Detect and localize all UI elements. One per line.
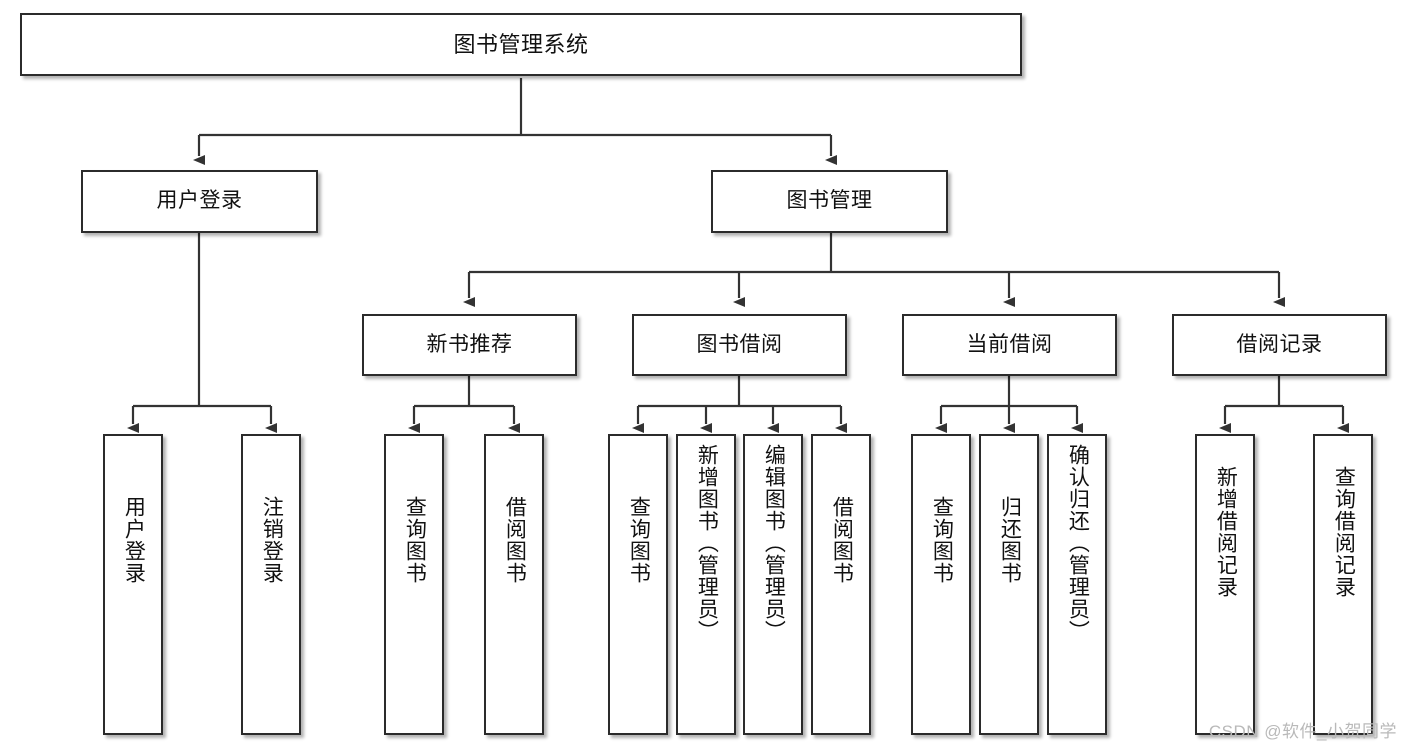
node-leaf-borrow-book-2-label: 借阅图书 xyxy=(830,496,854,584)
node-root[interactable]: 图书管理系统 xyxy=(20,13,1022,76)
node-leaf-query-book-3-label: 查询图书 xyxy=(930,496,954,584)
node-leaf-confirm-return-admin-label: 确认归还（管理员） xyxy=(1066,444,1090,642)
node-leaf-return-book-label: 归还图书 xyxy=(998,496,1022,584)
node-user-login[interactable]: 用户登录 xyxy=(81,170,318,233)
node-book-borrow[interactable]: 图书借阅 xyxy=(632,314,847,376)
node-leaf-borrow-book-2[interactable]: 借阅图书 xyxy=(811,434,871,735)
node-leaf-logout-login[interactable]: 注销登录 xyxy=(241,434,301,735)
node-borrow-record[interactable]: 借阅记录 xyxy=(1172,314,1387,376)
node-leaf-confirm-return-admin[interactable]: 确认归还（管理员） xyxy=(1047,434,1107,735)
node-leaf-add-book-admin[interactable]: 新增图书（管理员） xyxy=(676,434,736,735)
node-leaf-query-book-2-label: 查询图书 xyxy=(627,496,651,584)
node-book-management-label: 图书管理 xyxy=(786,189,873,213)
node-root-label: 图书管理系统 xyxy=(453,31,589,57)
node-leaf-query-book-3[interactable]: 查询图书 xyxy=(911,434,971,735)
node-current-borrow-label: 当前借阅 xyxy=(966,332,1053,356)
node-leaf-borrow-book-1-label: 借阅图书 xyxy=(503,496,527,584)
node-leaf-logout-login-label: 注销登录 xyxy=(260,496,284,584)
node-leaf-borrow-book-1[interactable]: 借阅图书 xyxy=(484,434,544,735)
node-leaf-query-book-1-label: 查询图书 xyxy=(403,496,427,584)
node-borrow-record-label: 借阅记录 xyxy=(1236,332,1323,356)
node-leaf-return-book[interactable]: 归还图书 xyxy=(979,434,1039,735)
node-leaf-user-login-label: 用户登录 xyxy=(122,496,146,584)
node-current-borrow[interactable]: 当前借阅 xyxy=(902,314,1117,376)
node-new-book-recommend-label: 新书推荐 xyxy=(426,332,513,356)
node-leaf-query-book-1[interactable]: 查询图书 xyxy=(384,434,444,735)
node-new-book-recommend[interactable]: 新书推荐 xyxy=(362,314,577,376)
node-book-management[interactable]: 图书管理 xyxy=(711,170,948,233)
node-leaf-edit-book-admin-label: 编辑图书（管理员） xyxy=(762,444,786,642)
node-leaf-edit-book-admin[interactable]: 编辑图书（管理员） xyxy=(743,434,803,735)
node-leaf-add-book-admin-label: 新增图书（管理员） xyxy=(695,444,719,642)
node-leaf-query-borrow-record[interactable]: 查询借阅记录 xyxy=(1313,434,1373,735)
node-leaf-query-borrow-record-label: 查询借阅记录 xyxy=(1332,466,1356,598)
node-leaf-add-borrow-record-label: 新增借阅记录 xyxy=(1214,466,1238,598)
node-book-borrow-label: 图书借阅 xyxy=(696,332,783,356)
node-user-login-label: 用户登录 xyxy=(156,189,243,213)
node-leaf-query-book-2[interactable]: 查询图书 xyxy=(608,434,668,735)
node-leaf-user-login[interactable]: 用户登录 xyxy=(103,434,163,735)
node-leaf-add-borrow-record[interactable]: 新增借阅记录 xyxy=(1195,434,1255,735)
